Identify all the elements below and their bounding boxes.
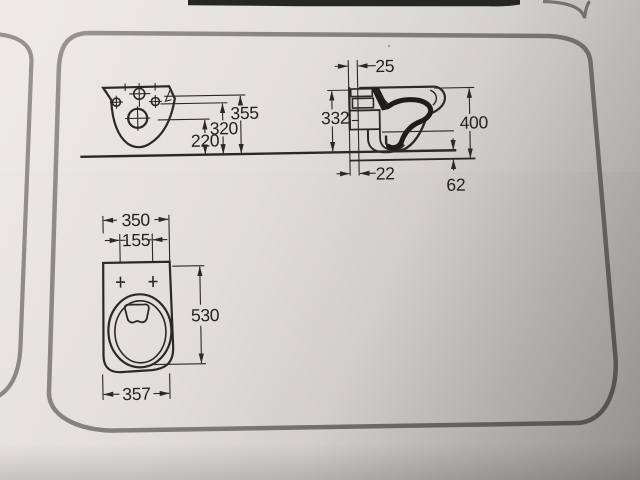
extension-line [168,214,171,262]
drain-hole-crosshair [125,106,151,131]
extension-line [381,130,454,133]
bottom-shadow [0,444,640,480]
trap-section-band-lower [386,140,404,151]
dim-label-22: 22 [376,163,395,183]
extension-line [153,363,206,366]
extension-line [157,118,210,121]
flush-inlet-crosshair [129,83,151,107]
mounting-plate-lower [351,97,375,109]
dimension-stub [120,239,152,241]
plan-view: 350 155 530 357 [102,210,220,404]
top-frame-corner-border [542,0,592,19]
rear-view-outline [101,85,176,149]
dim-label-357: 357 [122,384,151,404]
extension-line [151,233,154,263]
rear-corner-flap-right [164,88,172,103]
seat-outer-rim [107,293,173,369]
dimension-line-530 [198,325,204,364]
dim-label-400: 400 [459,112,488,133]
top-frame-dark-content [188,0,520,7]
bottom-reference-line [349,157,476,162]
dim-label-350: 350 [121,210,150,231]
seat-inner-rim [114,299,167,364]
dim-label-355: 355 [230,103,259,123]
dim-label-155: 155 [122,230,151,250]
technical-drawing: 355 320 220 [80,56,489,404]
fixing-hole-left-crosshair [109,95,123,109]
extension-line [172,265,205,267]
mounting-plate-upper [349,87,374,98]
fixing-cross-right [148,276,158,288]
extension-line [164,94,246,97]
extension-line [119,234,121,264]
side-body-box [348,109,381,131]
dim-label-530: 530 [191,305,220,326]
main-frame-border [46,30,618,433]
fixing-hole-right-crosshair [148,94,162,109]
rear-view: 355 320 220 [101,82,259,155]
dimension-line-355 [238,120,244,154]
flush-channel [371,88,390,111]
left-frame-fragment [0,32,34,398]
dim-label-332: 332 [321,108,350,128]
rear-corner-flap-left [105,90,114,103]
dim-label-220: 220 [191,130,220,151]
paper-speck [387,44,391,48]
dimension-line-530 [197,266,203,305]
plan-body-outline [102,260,175,374]
dim-label-62: 62 [446,175,465,195]
trap-section-band [386,97,434,146]
dim-label-320: 320 [210,118,239,139]
bowl-front-inner [429,89,438,106]
fixing-cross-left [116,276,126,288]
extension-line [434,86,475,89]
wall-extension-line [356,59,360,176]
dim-label-25: 25 [375,56,394,76]
outlet-u-outer [366,129,405,154]
side-view: 25 332 400 62 22 [321,56,489,195]
flush-water-area [123,303,150,324]
top-light-sheen [0,0,640,172]
extension-line [160,102,228,105]
bowl-front-outer [426,85,447,116]
side-rim-top [359,85,435,90]
